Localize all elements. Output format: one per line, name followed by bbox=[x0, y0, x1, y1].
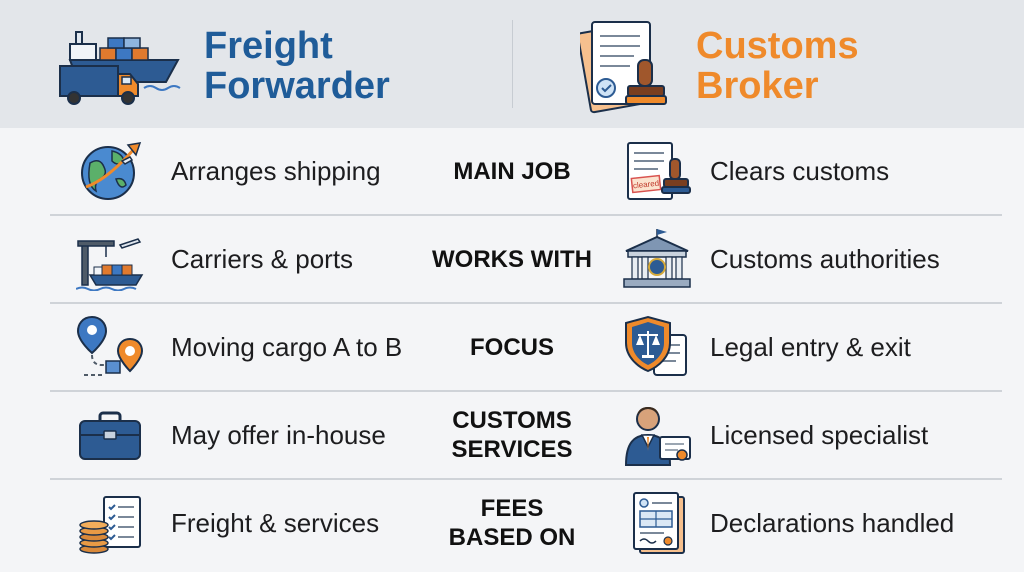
comparison-row-main-job: Arranges shipping MAIN JOB cleared Clear… bbox=[50, 127, 1002, 215]
cleared-document-stamp-icon: cleared bbox=[620, 139, 694, 203]
legal-shield-scroll-icon bbox=[620, 315, 694, 379]
row-divider bbox=[50, 478, 1002, 480]
forwarder-fees-text: Freight & services bbox=[171, 507, 380, 538]
forwarder-main-job-text: Arranges shipping bbox=[171, 155, 381, 186]
row-divider bbox=[50, 302, 1002, 304]
broker-main-job-text: Clears customs bbox=[710, 155, 890, 186]
stamp-cleared-label: cleared bbox=[633, 179, 660, 191]
criterion-works-with: WORKS WITH bbox=[432, 245, 592, 273]
freight-forwarder-title: Freight Forwarder bbox=[204, 25, 390, 107]
forwarder-focus-text: Moving cargo A to B bbox=[171, 331, 403, 362]
licensed-specialist-icon bbox=[620, 403, 694, 467]
route-pins-icon bbox=[76, 315, 144, 379]
row-divider bbox=[50, 390, 1002, 392]
document-stamp-icon bbox=[580, 16, 672, 116]
comparison-row-works-with: Carriers & ports WORKS WITH Customs auth… bbox=[50, 215, 1002, 303]
header-divider bbox=[512, 20, 513, 108]
port-crane-ship-icon bbox=[76, 227, 144, 291]
declaration-form-icon bbox=[620, 491, 694, 555]
broker-works-with-text: Customs authorities bbox=[710, 243, 940, 274]
toolbox-icon bbox=[76, 403, 144, 467]
forwarder-works-with-text: Carriers & ports bbox=[171, 243, 354, 274]
criterion-focus: FOCUS bbox=[470, 333, 554, 361]
customs-broker-title: Customs Broker bbox=[696, 25, 859, 107]
broker-customs-services-text: Licensed specialist bbox=[710, 419, 929, 450]
forwarder-customs-services-text: May offer in-house bbox=[171, 419, 386, 450]
broker-focus-text: Legal entry & exit bbox=[710, 331, 911, 362]
broker-fees-text: Declarations handled bbox=[710, 507, 955, 538]
truck-ship-icon bbox=[56, 22, 186, 110]
row-divider bbox=[50, 214, 1002, 216]
government-building-icon bbox=[620, 227, 694, 291]
criterion-main-job: MAIN JOB bbox=[453, 157, 571, 185]
coins-checklist-icon bbox=[76, 491, 144, 555]
globe-plane-icon bbox=[76, 139, 144, 203]
comparison-row-focus: Moving cargo A to B FOCUS Legal entry & … bbox=[50, 303, 1002, 391]
